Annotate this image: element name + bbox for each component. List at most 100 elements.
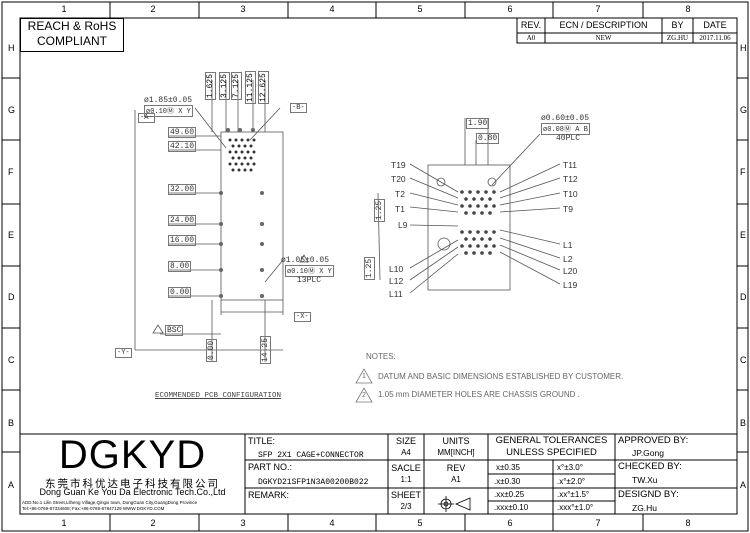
tolerance-linear-2: .xx±0.25 <box>494 490 525 499</box>
small-hole-diameter: ø1.05±0.05 <box>281 256 330 265</box>
company-chinese-name: 东莞市科优达电子科技有限公司 <box>45 478 220 490</box>
rev-label: REV <box>446 463 466 473</box>
small-hole-count: 13PLC <box>297 276 322 285</box>
pin-count: 40PLC <box>556 134 581 143</box>
by-value: ZG.HU <box>666 34 689 42</box>
scale-label: SACLE <box>391 463 421 473</box>
zone-row-g: G <box>8 105 16 115</box>
zone-col-1: 1 <box>61 4 67 14</box>
sheet-value: 2/3 <box>400 502 412 511</box>
pin-label-t11: T11 <box>563 160 578 170</box>
tolerance-linear-1: .x±0.30 <box>494 477 521 486</box>
datum-b: -B- <box>290 103 307 113</box>
note-1-number: 1 <box>362 373 366 380</box>
rev-value: A0 <box>526 34 536 42</box>
zone-col-5: 5 <box>417 4 423 14</box>
compliance-line-2: COMPLIANT <box>36 34 107 48</box>
tolerance-header-2: UNLESS SPECIFIED <box>506 447 597 458</box>
part-label: PART NO.: <box>248 462 293 472</box>
datum-y: -Y- <box>115 348 132 358</box>
approved-by-label: APPROVED BY: <box>618 435 689 446</box>
pin-label-t19: T19 <box>391 160 406 170</box>
pin-label-l19: L19 <box>563 280 578 290</box>
pin-label-l20: L20 <box>563 266 578 276</box>
size-value: A4 <box>401 448 411 457</box>
pin-label-t10: T10 <box>563 189 578 199</box>
tolerance-angular-3: .xxx°±1.0° <box>557 503 594 512</box>
pin-label-l2: L2 <box>563 254 573 264</box>
checked-by-label: CHECKED BY: <box>618 461 682 472</box>
y-dim-800: 8.00 <box>168 261 192 272</box>
pin-diameter: ø0.60±0.05 <box>541 114 590 123</box>
pin-label-l9: L9 <box>398 220 408 230</box>
zone-col-3: 3 <box>240 4 246 14</box>
zone-col-2-bottom: 2 <box>150 518 156 528</box>
zone-row-h-right: H <box>740 43 747 53</box>
pin-label-l10: L10 <box>389 264 404 274</box>
zone-col-3-bottom: 3 <box>240 518 246 528</box>
y-dim-4960: 49.60 <box>168 127 197 138</box>
ecn-header: ECN / DESCRIPTION <box>559 20 648 30</box>
pin-label-t20: T20 <box>391 174 406 184</box>
datum-a: -A- <box>138 113 155 123</box>
ecn-value: NEW <box>595 34 612 42</box>
zone-col-7-bottom: 7 <box>595 518 601 528</box>
date-value: 2017.11.06 <box>699 34 731 42</box>
zone-row-g-right: G <box>740 105 748 115</box>
basic-dim: BSC <box>165 325 184 336</box>
tolerance-angular-2: .xx°±1.5° <box>557 490 590 499</box>
part-value: DGKYD21SFP1N3A00200B022 <box>258 478 369 487</box>
pin-label-t2: T2 <box>395 189 405 199</box>
zone-col-5-bottom: 5 <box>417 518 423 528</box>
zone-row-c: C <box>8 355 15 365</box>
zone-row-b: B <box>8 418 15 428</box>
zone-row-f: F <box>8 167 14 177</box>
zone-col-7: 7 <box>595 4 601 14</box>
zone-row-d-right: D <box>740 292 747 302</box>
tolerance-angular-0: x°±3.0° <box>557 463 583 472</box>
by-header: BY <box>671 20 684 30</box>
company-logo: DGKYD <box>58 433 207 477</box>
title-value: SFP 2X1 CAGE+CONNECTOR <box>258 451 364 460</box>
dim-190: 1.90 <box>466 118 490 129</box>
date-header: DATE <box>703 20 727 30</box>
y-dim-4210: 42.10 <box>168 141 197 152</box>
note-2-text: 1.05 mm DIAMETER HOLES ARE CHASSIS GROUN… <box>378 390 580 399</box>
pin-label-t12: T12 <box>563 174 578 184</box>
pin-label-t9: T9 <box>563 204 573 214</box>
zone-row-b-right: B <box>740 418 747 428</box>
size-label: SIZE <box>395 436 416 446</box>
y-dim-2400: 24.00 <box>168 215 197 226</box>
small-hole-tolerance: ø0.10Ⓜ X Y <box>285 265 334 277</box>
y-dim-1600: 16.00 <box>168 235 197 246</box>
rev-header: REV. <box>520 20 542 30</box>
zone-col-8: 8 <box>685 4 691 14</box>
scale-value: 1:1 <box>400 475 412 484</box>
zone-col-8-bottom: 8 <box>685 518 691 528</box>
pin-tolerance: ø0.08Ⓜ A B <box>541 123 590 135</box>
notes-title: NOTES: <box>366 352 396 361</box>
designed-by-value: ZG.Hu <box>632 503 658 513</box>
y-dim-3200: 32.00 <box>168 184 197 195</box>
pin-label-l12: L12 <box>389 276 404 286</box>
zone-row-c-right: C <box>740 355 747 365</box>
units-value: MM[INCH] <box>437 448 475 457</box>
datum-x: -X- <box>294 312 311 322</box>
company-english-name: Dong Guan Ke You Da Electronic Tech.Co.,… <box>39 487 226 497</box>
zone-row-e-right: E <box>740 230 747 240</box>
pcb-configuration-caption: ECOMMENDED PCB CONFIGURATION <box>155 392 282 400</box>
title-label: TITLE: <box>248 436 276 446</box>
pin-label-t1: T1 <box>395 204 405 214</box>
hole-diameter: ø1.85±0.05 <box>144 96 193 105</box>
remark-label: REMARK: <box>248 490 290 500</box>
compliance-line-1: REACH & RoHS <box>27 19 117 33</box>
approved-by-value: JP.Gong <box>632 448 664 458</box>
dim-080: 0.80 <box>476 133 500 144</box>
tolerance-angular-1: .x°±2.0° <box>557 477 586 486</box>
pin-label-l1: L1 <box>563 240 573 250</box>
zone-col-2: 2 <box>150 4 156 14</box>
